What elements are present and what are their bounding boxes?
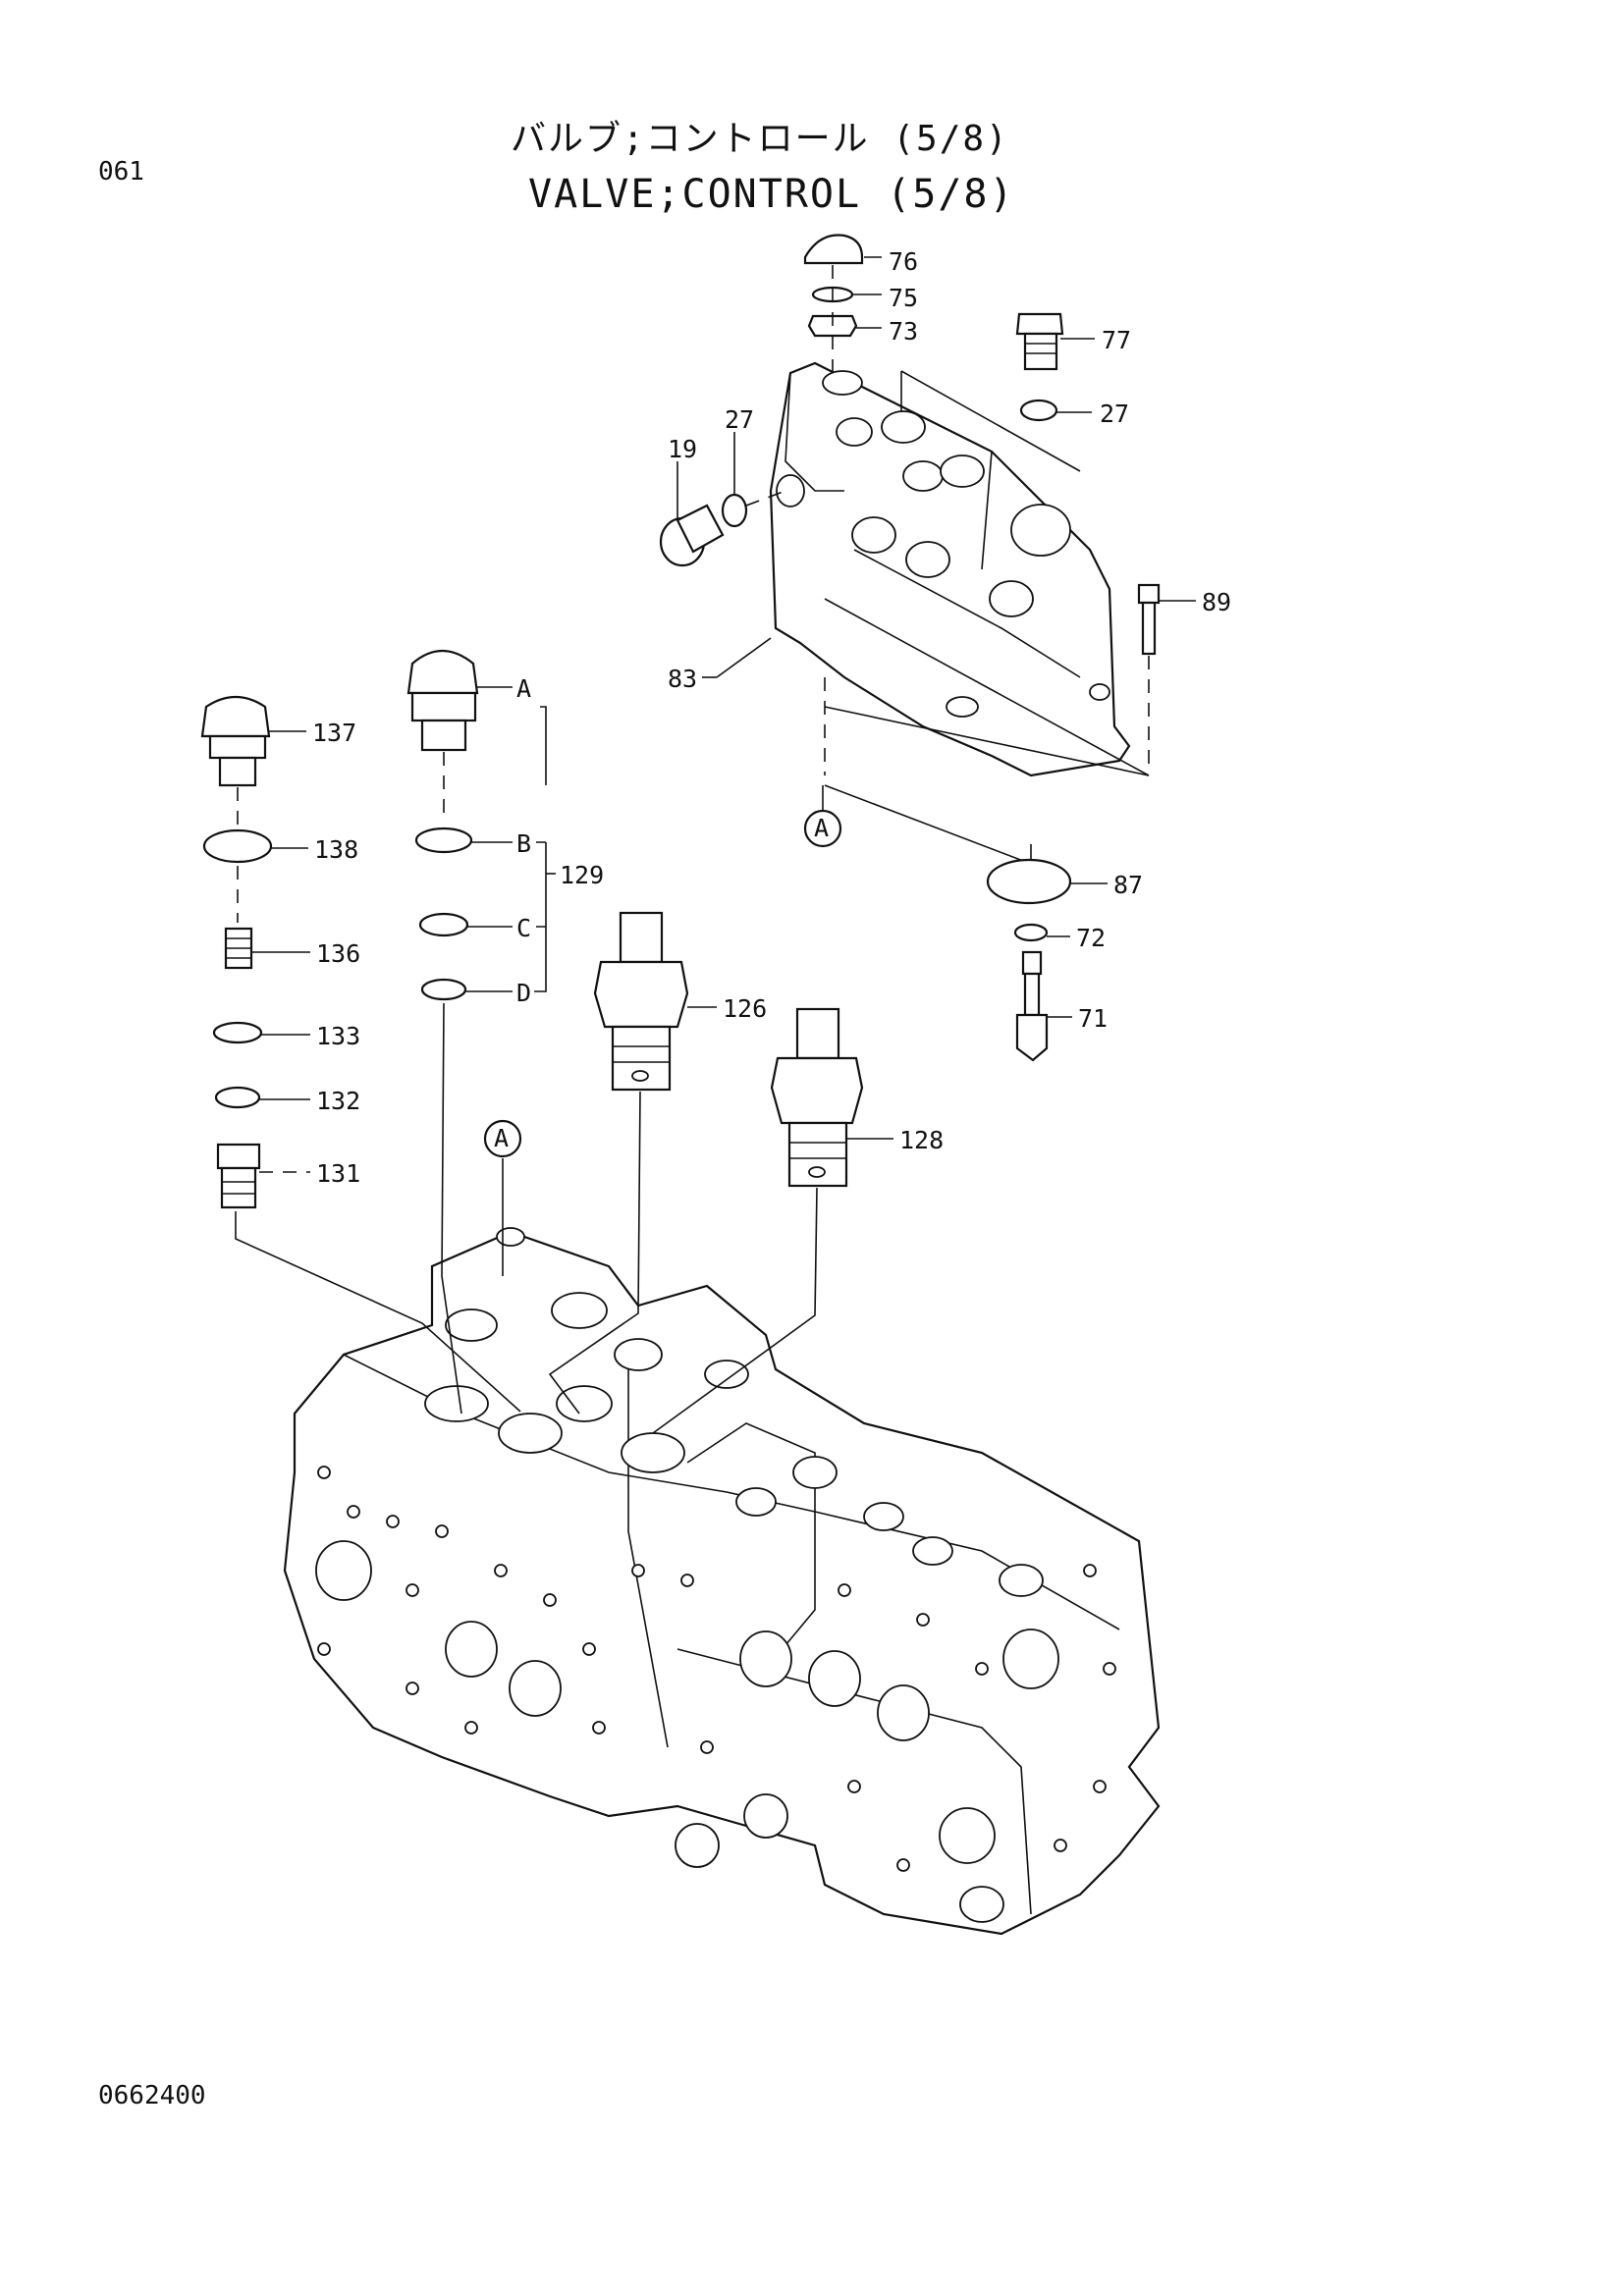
part-129-ring-c	[418, 912, 513, 937]
part-72-o-ring	[1013, 923, 1070, 942]
figure-number: 0662400	[98, 2081, 206, 2110]
reference-mark-a-upper	[803, 785, 842, 848]
callout-72: 72	[1076, 924, 1106, 952]
part-73-nut	[807, 265, 882, 373]
part-27-o-ring-right	[1019, 399, 1092, 422]
callout-132: 132	[316, 1087, 360, 1115]
callout-129: 129	[560, 861, 604, 889]
callout-73: 73	[889, 317, 918, 346]
part-129-ring-b	[414, 827, 513, 854]
callout-137: 137	[312, 719, 356, 747]
part-129-relief-valve	[406, 650, 513, 821]
part-136-plug	[224, 927, 310, 970]
callout-75: 75	[889, 284, 918, 312]
part-131-plug	[216, 1143, 521, 1413]
part-137-plug	[200, 696, 306, 825]
cover-block-83	[769, 361, 1131, 777]
callout-27-left: 27	[725, 405, 754, 434]
page-number: 061	[98, 157, 144, 187]
callout-71: 71	[1078, 1004, 1108, 1033]
reference-mark-a-left	[483, 1119, 522, 1276]
part-19-plug	[659, 461, 725, 567]
control-valve-body	[283, 1227, 1161, 1936]
part-138-o-ring	[202, 828, 308, 923]
diagram-title-english: VALVE;CONTROL (5/8)	[528, 172, 1015, 217]
part-27-o-ring-left	[721, 432, 786, 528]
part-75-snap-ring	[811, 286, 882, 303]
part-133-ring	[212, 1021, 310, 1044]
callout-83: 83	[668, 665, 697, 693]
part-71-poppet	[1015, 950, 1072, 1062]
callout-76: 76	[889, 247, 918, 276]
callout-138: 138	[314, 835, 358, 864]
callout-letter-d: D	[516, 979, 531, 1007]
callout-89: 89	[1202, 588, 1231, 616]
part-76-cap	[803, 234, 882, 265]
callout-77: 77	[1102, 326, 1131, 354]
callout-126: 126	[723, 994, 767, 1023]
callout-87: 87	[1113, 871, 1143, 899]
part-87-o-ring	[986, 858, 1108, 905]
part-128-valve	[652, 1007, 893, 1434]
reference-letter-a-left: A	[494, 1124, 509, 1152]
part-132-o-ring	[214, 1086, 310, 1109]
part-129-ring-d	[420, 978, 513, 1415]
reference-letter-a-upper: A	[814, 814, 829, 842]
part-77-plug	[1015, 312, 1095, 371]
part-89-bolt	[1137, 583, 1196, 766]
part-126-valve	[548, 911, 717, 1415]
callout-letter-a: A	[516, 674, 531, 703]
callout-letter-c: C	[516, 914, 531, 942]
diagram-title-japanese: バルブ;コントロール (5/8)	[511, 119, 1009, 159]
callout-131: 131	[316, 1159, 360, 1188]
callout-letter-b: B	[516, 829, 531, 858]
callout-128: 128	[899, 1126, 944, 1154]
callout-19: 19	[668, 435, 697, 463]
callout-27-right: 27	[1100, 400, 1129, 428]
callout-133: 133	[316, 1022, 360, 1050]
callout-136: 136	[316, 939, 360, 968]
